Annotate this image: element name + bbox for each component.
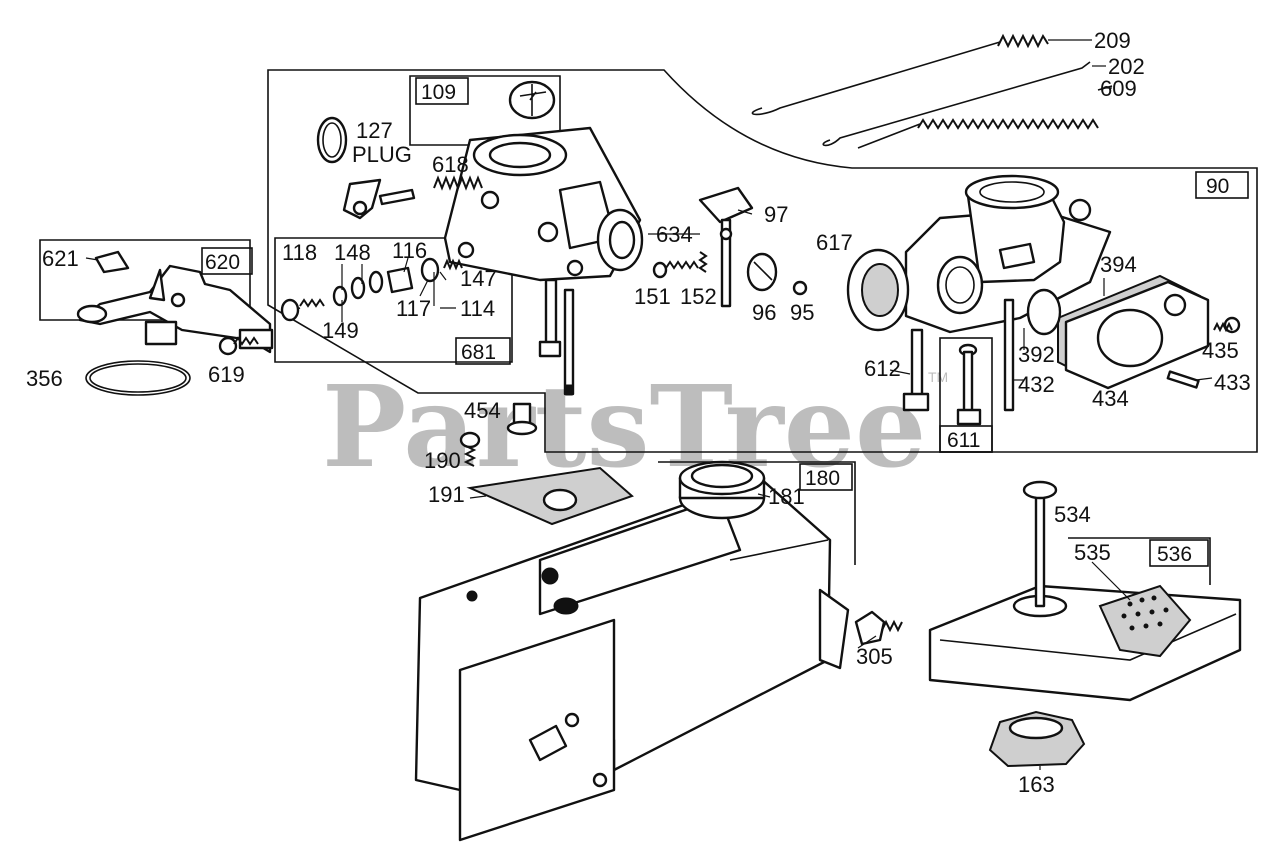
callout-151: 151 bbox=[634, 284, 671, 309]
air-cleaner-cover-536 bbox=[928, 584, 1242, 702]
callout-356: 356 bbox=[26, 366, 63, 391]
fuel-tank-180 bbox=[414, 476, 850, 842]
callout-435: 435 bbox=[1202, 338, 1239, 363]
fuel-pump-cover-434 bbox=[1064, 280, 1210, 390]
callout-612: 612 bbox=[864, 356, 901, 381]
callout-191: 191 bbox=[428, 482, 465, 507]
box-611: 611 bbox=[939, 337, 993, 453]
ring-356 bbox=[85, 360, 191, 396]
callout-394: 394 bbox=[1100, 252, 1137, 277]
box-620: 620 bbox=[201, 247, 253, 275]
bowl-screw-611 bbox=[956, 343, 982, 426]
box-611-label: 611 bbox=[947, 429, 980, 452]
plug-127 bbox=[316, 116, 348, 164]
callout-127: 127 bbox=[356, 118, 393, 143]
carburetor-assembly-frame bbox=[267, 69, 1258, 453]
box-620-label: 620 bbox=[205, 251, 240, 274]
bushing-454 bbox=[506, 402, 538, 436]
callout-118: 118 bbox=[282, 240, 317, 265]
repair-kit-681-frame bbox=[274, 237, 513, 363]
throttle-link-202 bbox=[822, 61, 1091, 147]
pin-433 bbox=[1166, 370, 1200, 389]
fitting-305 bbox=[854, 610, 903, 646]
throttle-shaft-634 bbox=[698, 186, 754, 308]
governor-control-plate-620 bbox=[76, 250, 274, 354]
spring-152 bbox=[698, 251, 708, 273]
box-536-label: 536 bbox=[1157, 543, 1192, 566]
box-681-label: 681 bbox=[461, 341, 496, 364]
callout-181: 181 bbox=[768, 484, 805, 509]
leader-lines bbox=[85, 65, 1213, 770]
filter-base-163 bbox=[988, 710, 1086, 768]
screw-619 bbox=[218, 336, 259, 356]
box-90: 90 bbox=[1195, 171, 1249, 199]
callout-305: 305 bbox=[856, 644, 893, 669]
callout-392: 392 bbox=[1018, 342, 1055, 367]
watermark-tm: TM bbox=[928, 369, 948, 385]
callout-432: 432 bbox=[1018, 372, 1055, 397]
callout-plug: PLUG bbox=[352, 142, 412, 167]
screw-435 bbox=[1213, 316, 1241, 334]
callout-202: 202 bbox=[1108, 54, 1145, 79]
carburetor-body-small bbox=[443, 126, 644, 396]
fuel-cap-181 bbox=[678, 460, 766, 520]
box-536: 536 bbox=[1149, 539, 1209, 567]
gasket-191 bbox=[466, 466, 634, 526]
callout-117: 117 bbox=[396, 296, 431, 321]
box-681: 681 bbox=[455, 337, 511, 365]
screw-95 bbox=[792, 280, 808, 296]
callout-147: 147 bbox=[460, 266, 497, 291]
filter-element-535 bbox=[1098, 584, 1192, 658]
box-109-label: 109 bbox=[421, 81, 456, 104]
carburetor-body-large bbox=[846, 174, 1112, 412]
callout-116: 116 bbox=[392, 238, 427, 263]
box-180: 180 bbox=[799, 463, 853, 491]
watermark-text: PartsTree bbox=[322, 362, 926, 493]
screw-190 bbox=[459, 431, 481, 467]
spring-618 bbox=[433, 175, 483, 191]
callout-96: 96 bbox=[752, 300, 776, 325]
o-ring-392 bbox=[1026, 288, 1062, 336]
callout-97: 97 bbox=[764, 202, 788, 227]
callout-148: 148 bbox=[334, 240, 371, 265]
callout-95: 95 bbox=[790, 300, 814, 325]
callout-609: 609 bbox=[1100, 76, 1137, 101]
knob-screw-534 bbox=[1022, 480, 1058, 608]
callout-149: 149 bbox=[322, 318, 359, 343]
callout-534: 534 bbox=[1054, 502, 1091, 527]
callout-535: 535 bbox=[1074, 540, 1111, 565]
box-109: 109 bbox=[415, 77, 469, 105]
callout-433: 433 bbox=[1214, 370, 1251, 395]
callout-209: 209 bbox=[1094, 28, 1131, 53]
callout-619: 619 bbox=[208, 362, 245, 387]
callout-617: 617 bbox=[816, 230, 853, 255]
callout-634: 634 bbox=[656, 222, 693, 247]
box-90-label: 90 bbox=[1206, 175, 1229, 198]
governor-spring-209 bbox=[751, 33, 1092, 116]
callout-618: 618 bbox=[432, 152, 469, 177]
choke-shaft-109 bbox=[508, 80, 556, 120]
callout-190: 190 bbox=[424, 448, 461, 473]
callout-434: 434 bbox=[1092, 386, 1129, 411]
callout-152: 152 bbox=[680, 284, 717, 309]
choke-lever bbox=[342, 178, 416, 220]
callout-621: 621 bbox=[42, 246, 79, 271]
callout-163: 163 bbox=[1018, 772, 1055, 797]
throttle-plate-96 bbox=[746, 252, 778, 292]
needle-valve-parts bbox=[280, 257, 463, 322]
air-filter-group-frame bbox=[1068, 537, 1211, 585]
screw-151 bbox=[652, 260, 699, 279]
callout-454: 454 bbox=[464, 398, 501, 423]
callout-114: 114 bbox=[460, 296, 495, 321]
box-180-label: 180 bbox=[805, 467, 840, 490]
